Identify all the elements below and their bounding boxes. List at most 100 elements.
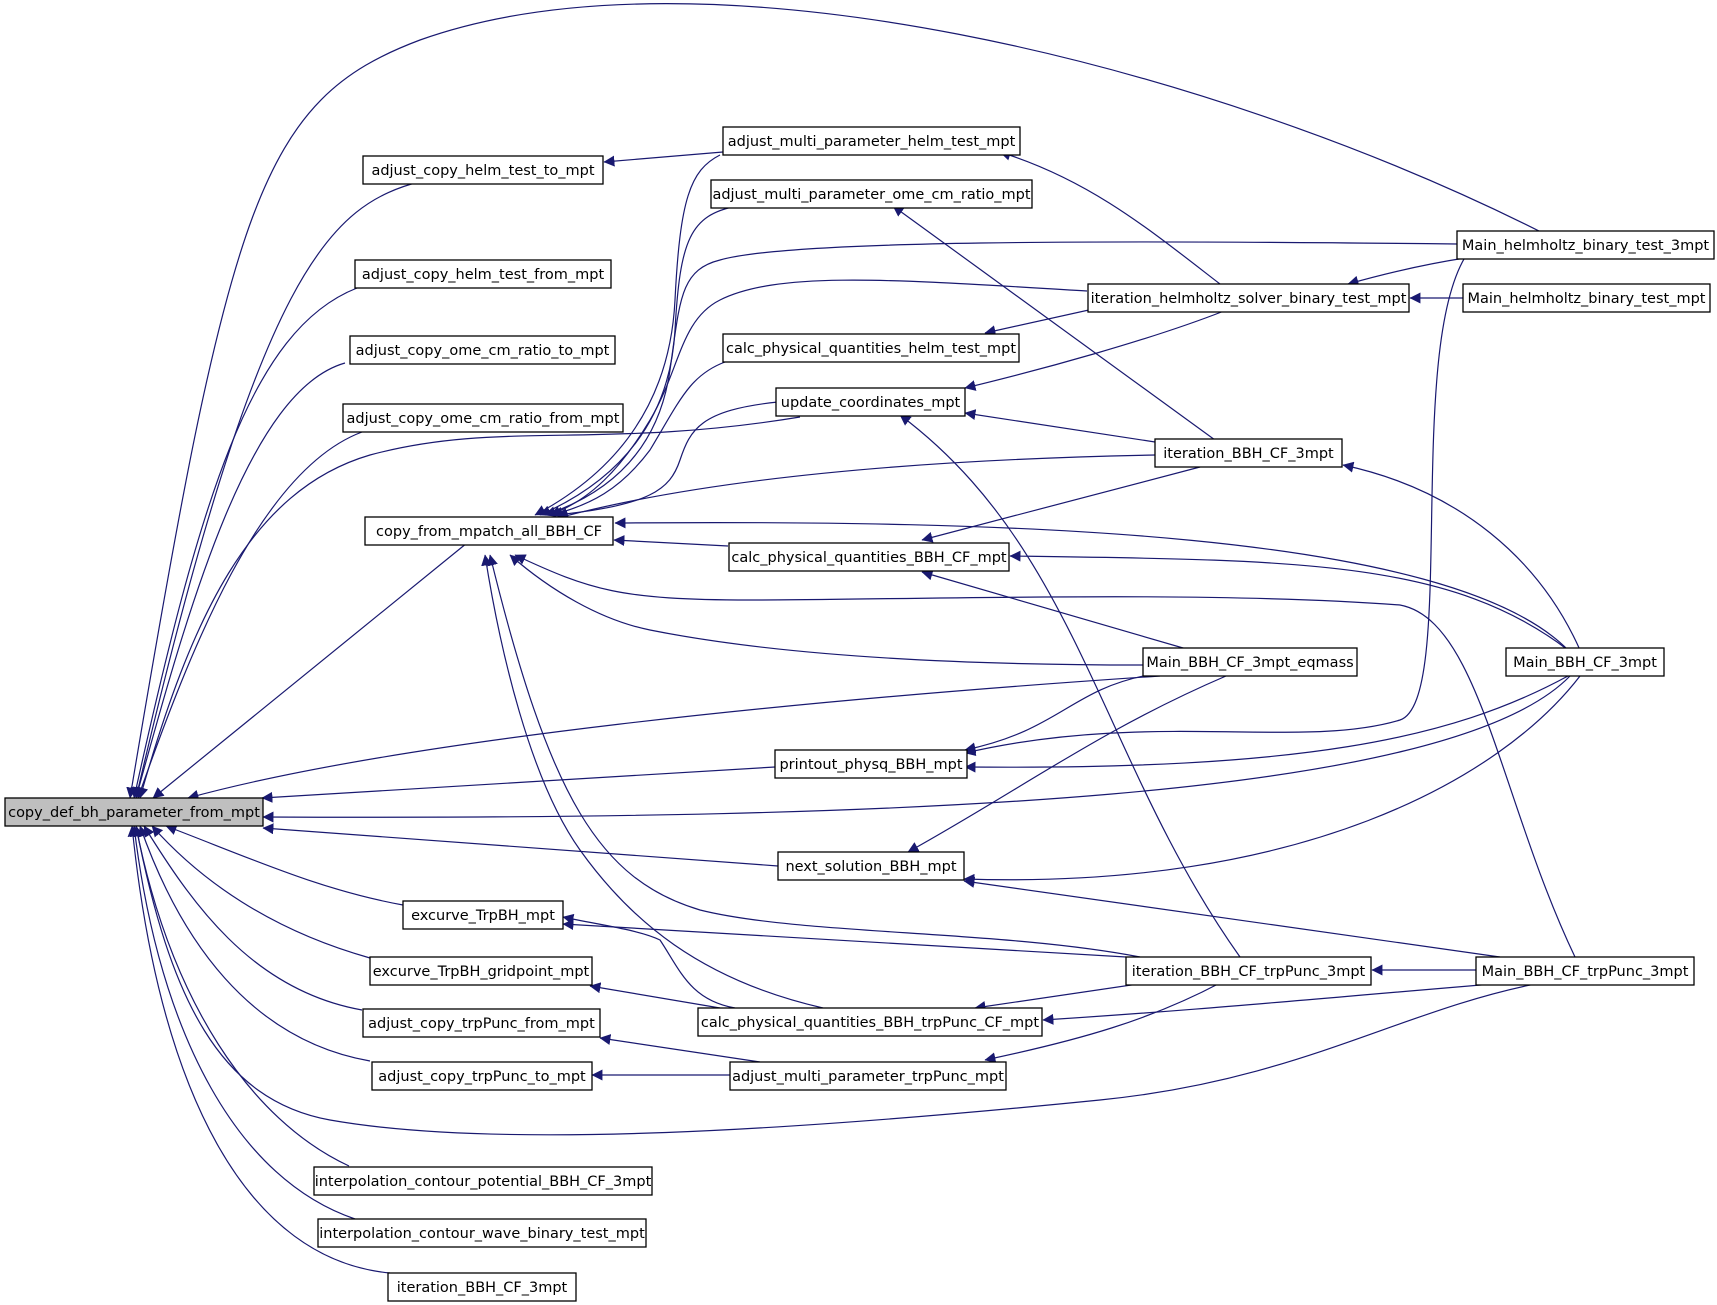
node-iteration-helmholtz-solver-binary-test-mpt[interactable]: iteration_helmholtz_solver_binary_test_m…: [1087, 283, 1410, 313]
edge-n28-to-n5: [614, 517, 1569, 651]
edge-n11-to-n0: [129, 825, 356, 1220]
edge-n8-to-n0: [143, 825, 363, 1011]
nodes: copy_def_bh_parameter_from_mpt adjust_cop…: [4, 126, 1715, 1302]
node-label: adjust_multi_parameter_trpPunc_mpt: [732, 1069, 1004, 1085]
edge-n25-to-n5: [487, 554, 1141, 958]
node-update-coordinates-mpt[interactable]: update_coordinates_mpt: [775, 387, 966, 417]
node-adjust-multi-parameter-helm-test-mpt[interactable]: adjust_multi_parameter_helm_test_mpt: [722, 126, 1021, 156]
edge-n17-to-n5: [613, 535, 729, 547]
edge-n16-to-n5: [555, 401, 779, 520]
node-printout-physq-bbh-mpt[interactable]: printout_physq_BBH_mpt: [774, 749, 968, 779]
node-main-bbh-cf-trppunc-3mpt[interactable]: Main_BBH_CF_trpPunc_3mpt: [1475, 956, 1695, 986]
node-box: [1475, 956, 1695, 986]
node-adjust-copy-trppunc-to-mpt[interactable]: adjust_copy_trpPunc_to_mpt: [371, 1061, 593, 1091]
edge-n25-to-n6: [562, 919, 1127, 958]
edge-n24-to-n17: [921, 569, 1191, 651]
node-box: [728, 542, 1010, 572]
node-label: calc_physical_quantities_helm_test_mpt: [726, 341, 1016, 357]
node-calc-physical-quantities-bbh-cf-mpt[interactable]: calc_physical_quantities_BBH_CF_mpt: [728, 542, 1010, 572]
node-box: [1087, 283, 1410, 313]
node-adjust-copy-helm-test-to-mpt[interactable]: adjust_copy_helm_test_to_mpt: [362, 155, 604, 185]
node-iteration-bbh-cf-3mpt[interactable]: iteration_BBH_CF_3mpt: [1154, 438, 1343, 468]
node-calc-physical-quantities-bbh-trppunc-cf-mpt[interactable]: calc_physical_quantities_BBH_trpPunc_CF_…: [697, 1007, 1043, 1037]
edge-n26-to-n5: [544, 241, 1458, 517]
node-adjust-copy-ome-cm-ratio-to-mpt[interactable]: adjust_copy_ome_cm_ratio_to_mpt: [349, 335, 616, 365]
edge-n6-to-n0: [165, 824, 404, 906]
node-interpolation-contour-potential-bbh-cf-3mpt[interactable]: interpolation_contour_potential_BBH_CF_3…: [313, 1166, 653, 1196]
node-calc-physical-quantities-helm-test-mpt[interactable]: calc_physical_quantities_helm_test_mpt: [722, 333, 1020, 363]
edge-n28-to-n23: [1342, 461, 1581, 651]
edge-n23-to-n5: [557, 454, 1156, 521]
node-label: adjust_copy_ome_cm_ratio_to_mpt: [356, 343, 610, 359]
edge-n23-to-n17: [921, 466, 1201, 543]
edge-n13-to-n1: [603, 151, 724, 167]
node-label: next_solution_BBH_mpt: [785, 859, 956, 875]
edge-n18-to-n0: [261, 766, 776, 803]
edge-n25-to-n20: [974, 982, 1146, 1012]
node-main-helmholtz-binary-test-mpt[interactable]: Main_helmholtz_binary_test_mpt: [1462, 283, 1711, 313]
node-next-solution-bbh-mpt[interactable]: next_solution_BBH_mpt: [777, 851, 965, 881]
edge-n20-to-n5: [481, 554, 824, 1009]
edge-n23-to-n16: [964, 409, 1156, 443]
edge-n21-to-n8: [599, 1034, 761, 1063]
node-main-bbh-cf-3mpt[interactable]: Main_BBH_CF_3mpt: [1505, 647, 1665, 677]
node-adjust-copy-trppunc-from-mpt[interactable]: adjust_copy_trpPunc_from_mpt: [362, 1008, 601, 1038]
node-box: [387, 1272, 577, 1302]
node-label: adjust_copy_helm_test_from_mpt: [362, 267, 605, 283]
node-adjust-multi-parameter-trppunc-mpt[interactable]: adjust_multi_parameter_trpPunc_mpt: [729, 1061, 1007, 1091]
node-label: Main_BBH_CF_trpPunc_3mpt: [1482, 964, 1689, 980]
node-copy-from-mpatch-all-bbh-cf[interactable]: copy_from_mpatch_all_BBH_CF: [364, 516, 614, 546]
node-label: Main_helmholtz_binary_test_3mpt: [1462, 238, 1710, 254]
edges: [126, 3, 1581, 1274]
node-box: [342, 403, 624, 433]
edge-n22-to-n13: [999, 149, 1221, 285]
node-excurve-trpbh-gridpoint-mpt[interactable]: excurve_TrpBH_gridpoint_mpt: [369, 956, 593, 986]
node-label: adjust_copy_ome_cm_ratio_from_mpt: [347, 411, 620, 427]
node-box: [774, 749, 968, 779]
node-excurve-trpbh-mpt[interactable]: excurve_TrpBH_mpt: [402, 900, 564, 930]
node-interpolation-contour-wave-binary-test-mpt[interactable]: interpolation_contour_wave_binary_test_m…: [317, 1218, 647, 1248]
node-box: [1125, 956, 1372, 986]
node-label: Main_BBH_CF_3mpt_eqmass: [1146, 655, 1353, 671]
node-iteration-bbh-cf-3mpt[interactable]: iteration_BBH_CF_3mpt: [387, 1272, 577, 1302]
edge-n29-to-n5: [514, 554, 1576, 958]
edge-n23-to-n14: [892, 205, 1216, 441]
edge-n22-to-n5: [549, 279, 1088, 517]
node-label: adjust_copy_trpPunc_from_mpt: [368, 1016, 595, 1032]
node-box: [317, 1218, 647, 1248]
node-copy-def-bh-parameter-from-mpt-root[interactable]: copy_def_bh_parameter_from_mpt: [4, 797, 264, 827]
edge-n12-to-n0: [127, 825, 391, 1274]
edge-n25-to-n21: [984, 982, 1221, 1064]
node-box: [313, 1166, 653, 1196]
node-label: iteration_BBH_CF_3mpt: [397, 1280, 568, 1296]
edge-n28-to-n19: [963, 675, 1581, 885]
node-box: [710, 179, 1033, 209]
node-box: [364, 516, 614, 546]
node-label: adjust_multi_parameter_helm_test_mpt: [728, 134, 1016, 150]
node-main-bbh-cf-3mpt-eqmass[interactable]: Main_BBH_CF_3mpt_eqmass: [1142, 647, 1358, 677]
node-label: printout_physq_BBH_mpt: [779, 757, 962, 773]
edge-n4-to-n0: [136, 431, 363, 799]
node-main-helmholtz-binary-test-3mpt[interactable]: Main_helmholtz_binary_test_3mpt: [1456, 230, 1715, 260]
edge-n10-to-n0: [132, 825, 350, 1167]
edge-n24-to-n5: [509, 554, 1144, 666]
edge-n16-to-n0: [137, 416, 801, 799]
node-label: excurve_TrpBH_mpt: [411, 908, 555, 924]
node-label: copy_from_mpatch_all_BBH_CF: [376, 524, 602, 540]
node-iteration-bbh-cf-trppunc-3mpt[interactable]: iteration_BBH_CF_trpPunc_3mpt: [1125, 956, 1372, 986]
edge-n28-to-n0: [262, 675, 1571, 823]
node-box: [362, 1008, 601, 1038]
edge-n15-to-n5: [551, 361, 726, 518]
node-adjust-copy-ome-cm-ratio-from-mpt[interactable]: adjust_copy_ome_cm_ratio_from_mpt: [342, 403, 624, 433]
edge-n2-to-n0: [130, 287, 358, 799]
edge-n24-to-n18: [964, 674, 1149, 754]
node-adjust-copy-helm-test-from-mpt[interactable]: adjust_copy_helm_test_from_mpt: [354, 259, 612, 289]
node-adjust-multi-parameter-ome-cm-ratio-mpt[interactable]: adjust_multi_parameter_ome_cm_ratio_mpt: [710, 179, 1033, 209]
node-label: iteration_BBH_CF_3mpt: [1163, 446, 1334, 462]
node-box: [4, 797, 264, 827]
edge-n28-to-n18: [964, 675, 1569, 773]
node-label: update_coordinates_mpt: [781, 395, 961, 411]
node-box: [354, 259, 612, 289]
node-label: copy_def_bh_parameter_from_mpt: [8, 805, 260, 821]
